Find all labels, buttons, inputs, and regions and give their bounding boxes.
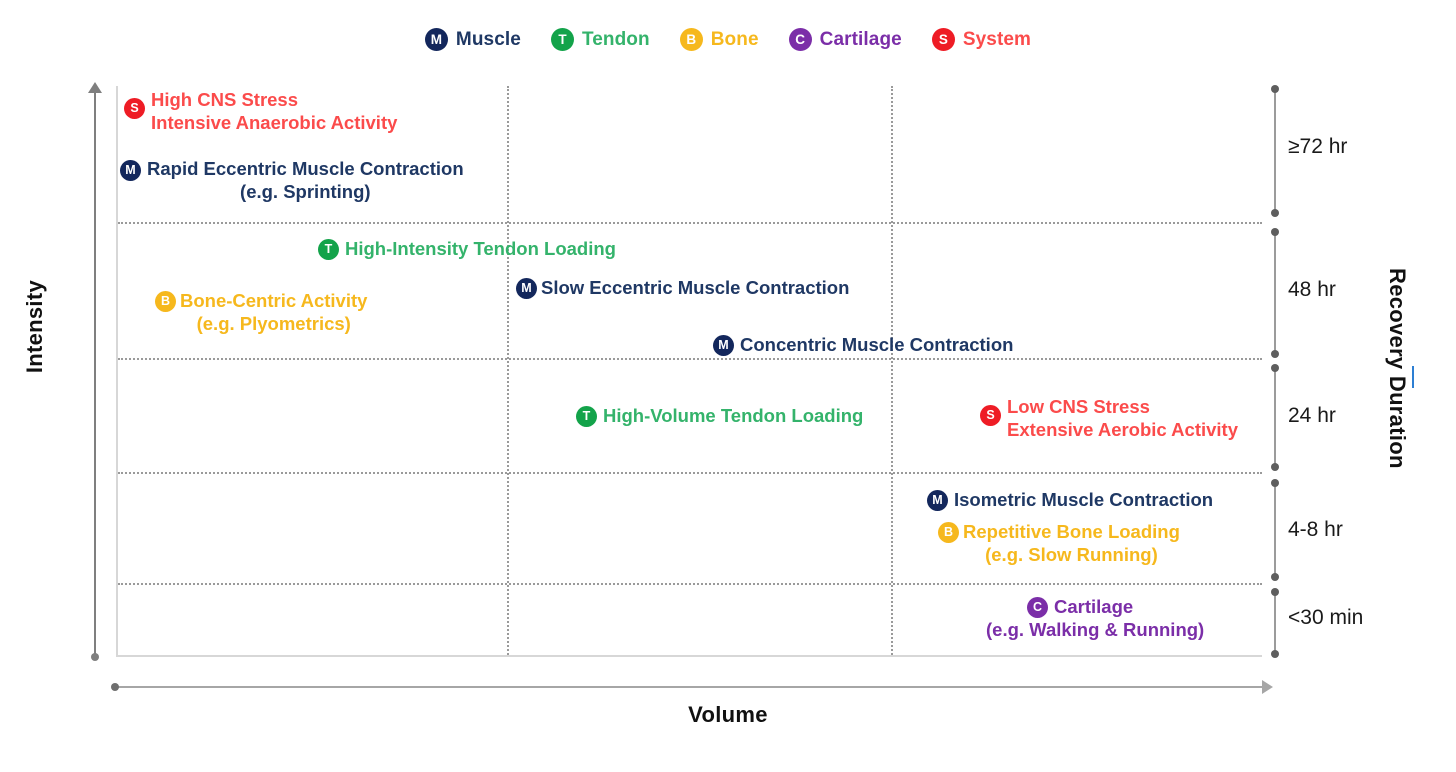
item-label-concentric-muscle-contraction: Concentric Muscle Contraction [740, 334, 1014, 355]
x-axis-title: Volume [688, 702, 768, 727]
system-badge-icon: S [931, 28, 955, 51]
recovery-bracket-5 [1271, 588, 1279, 658]
recovery-duration-label-4: 4-8 hr [1288, 518, 1343, 541]
muscle-badge-icon: M [516, 278, 537, 299]
tendon-badge-icon: T [576, 406, 597, 427]
recovery-duration-label-2: 48 hr [1288, 278, 1336, 301]
item-label-high-cns-stress: High CNS Stress Intensive Anaerobic Acti… [151, 89, 398, 133]
item-label-high-volume-tendon-loading: High-Volume Tendon Loading [603, 405, 864, 426]
y-axis-title: Intensity [22, 280, 47, 374]
item-label-cartilage: Cartilage (e.g. Walking & Running) [986, 596, 1205, 640]
x-axis-arrow [111, 680, 1273, 694]
item-rapid-eccentric-muscle-contraction[interactable]: M Rapid Eccentric Muscle Contraction (e.… [120, 158, 464, 203]
recovery-duration-label-3: 24 hr [1288, 404, 1336, 427]
y-axis-arrow [88, 82, 102, 661]
item-high-intensity-tendon-loading[interactable]: T High-Intensity Tendon Loading [318, 238, 616, 261]
legend: M Muscle T Tendon B Bone C Cartilage S S… [0, 28, 1456, 51]
item-high-cns-stress[interactable]: S High CNS Stress Intensive Anaerobic Ac… [124, 89, 397, 134]
muscle-badge-icon: M [927, 490, 948, 511]
recovery-bracket-4 [1271, 479, 1279, 581]
item-low-cns-stress[interactable]: S Low CNS Stress Extensive Aerobic Activ… [980, 396, 1238, 441]
item-slow-eccentric-muscle-contraction[interactable]: M Slow Eccentric Muscle Contraction [516, 277, 849, 300]
item-label-bone-centric-activity: Bone-Centric Activity (e.g. Plyometrics) [180, 290, 368, 334]
item-label-high-intensity-tendon-loading: High-Intensity Tendon Loading [345, 238, 616, 259]
tendon-badge-icon: T [318, 239, 339, 260]
item-repetitive-bone-loading[interactable]: B Repetitive Bone Loading (e.g. Slow Run… [938, 521, 1180, 566]
blue-tick-marker [1412, 366, 1414, 388]
legend-item-system[interactable]: S System [931, 28, 1032, 51]
recovery-duration-label-1: ≥72 hr [1288, 135, 1348, 158]
gridline-vertical-1 [507, 86, 509, 655]
recovery-bracket-2 [1271, 228, 1279, 358]
bone-badge-icon: B [155, 291, 176, 312]
muscle-badge-icon: M [713, 335, 734, 356]
plot-area [116, 86, 1262, 657]
cartilage-badge-icon: C [1027, 597, 1048, 618]
item-bone-centric-activity[interactable]: B Bone-Centric Activity (e.g. Plyometric… [155, 290, 367, 335]
legend-item-muscle[interactable]: M Muscle [424, 28, 521, 51]
bone-badge-icon: B [938, 522, 959, 543]
legend-label-tendon: Tendon [581, 28, 650, 50]
legend-label-cartilage: Cartilage [819, 28, 902, 50]
legend-label-bone: Bone [710, 28, 759, 50]
recovery-duration-label-5: <30 min [1288, 606, 1364, 629]
gridline-horizontal-1 [118, 222, 1262, 224]
item-high-volume-tendon-loading[interactable]: T High-Volume Tendon Loading [576, 405, 863, 428]
legend-label-system: System [962, 28, 1032, 50]
item-label-repetitive-bone-loading: Repetitive Bone Loading (e.g. Slow Runni… [963, 521, 1180, 565]
bone-badge-icon: B [679, 28, 703, 51]
item-concentric-muscle-contraction[interactable]: M Concentric Muscle Contraction [713, 334, 1013, 357]
system-badge-icon: S [980, 405, 1001, 426]
tendon-badge-icon: T [550, 28, 574, 51]
legend-item-tendon[interactable]: T Tendon [550, 28, 650, 51]
gridline-horizontal-4 [118, 583, 1262, 585]
muscle-badge-icon: M [120, 160, 141, 181]
gridline-horizontal-2 [118, 358, 1262, 360]
legend-item-bone[interactable]: B Bone [679, 28, 759, 51]
right-axis-title: Recovery Duration [1385, 268, 1410, 469]
muscle-badge-icon: M [424, 28, 448, 51]
item-label-slow-eccentric-muscle-contraction: Slow Eccentric Muscle Contraction [541, 277, 850, 298]
item-label-low-cns-stress: Low CNS Stress Extensive Aerobic Activit… [1007, 396, 1238, 440]
item-isometric-muscle-contraction[interactable]: M Isometric Muscle Contraction [927, 489, 1213, 512]
cartilage-badge-icon: C [788, 28, 812, 51]
recovery-bracket-3 [1271, 364, 1279, 471]
legend-item-cartilage[interactable]: C Cartilage [788, 28, 902, 51]
recovery-bracket-1 [1271, 85, 1279, 217]
gridline-horizontal-3 [118, 472, 1262, 474]
item-label-rapid-eccentric-muscle-contraction: Rapid Eccentric Muscle Contraction (e.g.… [147, 158, 464, 202]
system-badge-icon: S [124, 98, 145, 119]
item-label-isometric-muscle-contraction: Isometric Muscle Contraction [954, 489, 1214, 510]
legend-label-muscle: Muscle [455, 28, 521, 50]
item-cartilage[interactable]: C Cartilage (e.g. Walking & Running) [986, 596, 1205, 641]
gridline-vertical-2 [891, 86, 893, 655]
